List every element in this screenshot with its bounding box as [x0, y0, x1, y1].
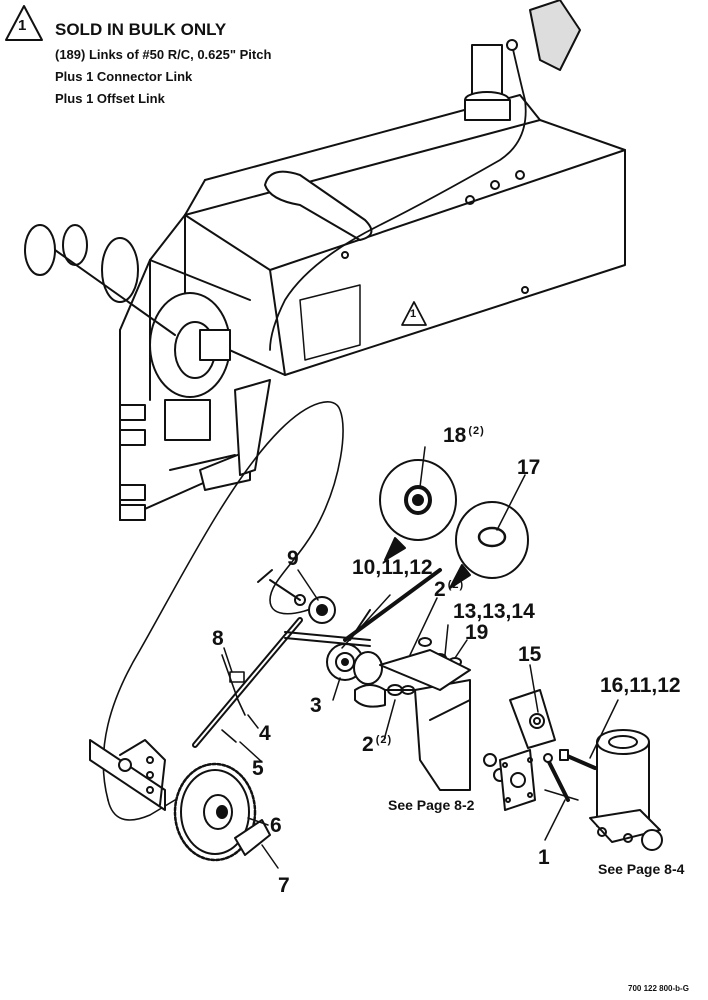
- callout-2-upper: 2(2): [434, 578, 464, 602]
- callout-18-quantity: (2): [468, 425, 485, 437]
- callout-18-number: 18: [443, 424, 467, 447]
- hydraulic-motor: [589, 729, 663, 851]
- reference-page-8-4: See Page 8-4: [598, 861, 685, 877]
- callout-4: 4: [259, 722, 271, 745]
- chassis-warning-triangle-icon: [401, 301, 427, 326]
- callout-2-lower-number: 2: [362, 733, 374, 756]
- drawing-code: 700 122 800-b-G: [628, 984, 689, 993]
- callout-5: 5: [252, 757, 264, 780]
- callout-13-13-14: 13,13,14: [453, 600, 535, 623]
- callout-18: 18(2): [443, 424, 485, 448]
- motor-mount-bracket: [509, 689, 556, 749]
- chain-segment: [192, 617, 303, 748]
- callout-9: 9: [287, 547, 299, 570]
- mounting-bracket: [354, 649, 507, 791]
- reference-page-8-2: See Page 8-2: [388, 797, 475, 813]
- callout-16-11-12: 16,11,12: [600, 674, 681, 697]
- drive-chain-loop: [102, 401, 344, 821]
- chassis-note-number: 1: [410, 308, 417, 320]
- machine-frame: [24, 0, 626, 521]
- callout-10-11-12: 10,11,12: [352, 556, 433, 579]
- sprocket-key: [234, 819, 271, 856]
- motor-adapter-plate: [499, 749, 536, 811]
- callout-7: 7: [278, 874, 290, 897]
- callout-1: 1: [538, 846, 550, 869]
- callout-15: 15: [518, 643, 542, 666]
- callout-2-lower-quantity: (2): [375, 734, 393, 746]
- note-number: 1: [18, 17, 27, 34]
- callout-2-upper-number: 2: [434, 578, 446, 601]
- note-line-2: Plus 1 Connector Link: [55, 69, 193, 84]
- idler-bolt: [284, 568, 442, 647]
- note-line-1: (189) Links of #50 R/C, 0.625" Pitch: [55, 47, 272, 62]
- callout-8: 8: [212, 627, 224, 650]
- callout-2-upper-quantity: (2): [447, 579, 465, 591]
- mount-bolt: [543, 753, 570, 802]
- note-title: SOLD IN BULK ONLY: [55, 20, 227, 39]
- callout-2-lower: 2(2): [362, 733, 392, 757]
- idler-sprocket: [257, 569, 336, 624]
- lower-arm: [89, 739, 166, 811]
- snap-ring-detail-bubble: [449, 474, 529, 589]
- cap-screw: [559, 749, 597, 770]
- callout-17: 17: [517, 456, 541, 479]
- callout-6: 6: [270, 814, 282, 837]
- note-warning-triangle-icon: [5, 5, 43, 41]
- bearing-detail-bubble: [379, 446, 457, 561]
- callout-19: 19: [465, 621, 489, 644]
- drive-sprocket: [326, 643, 383, 685]
- driven-sprocket: [173, 762, 257, 862]
- note-line-3: Plus 1 Offset Link: [55, 91, 165, 106]
- leader-lines: [223, 569, 619, 869]
- callout-3: 3: [310, 694, 322, 717]
